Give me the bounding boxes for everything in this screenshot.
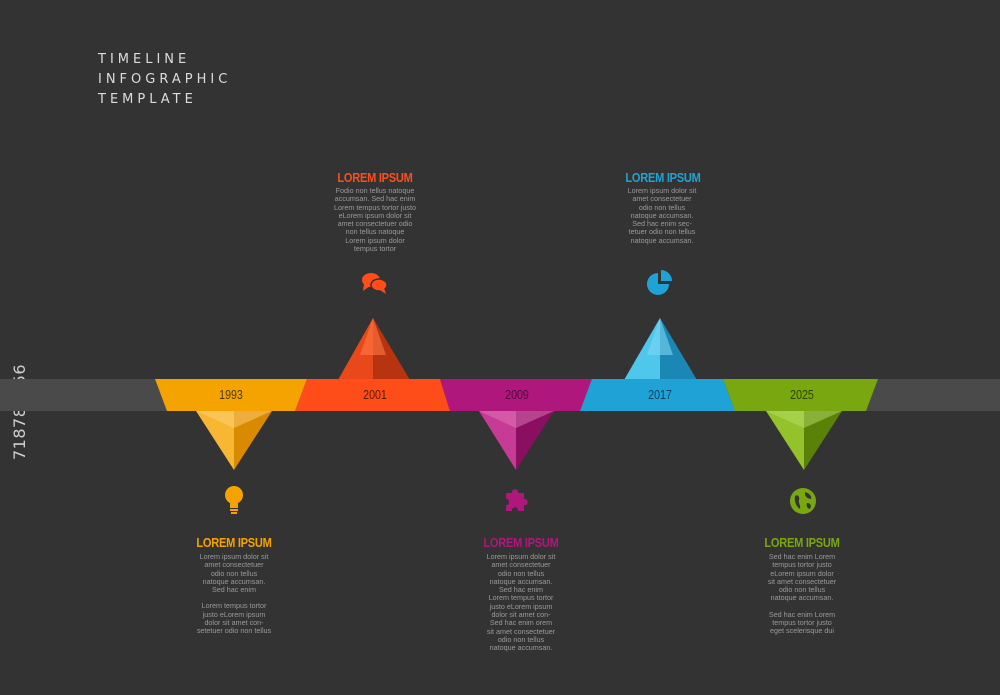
body-line: Lorem ipsum dolor sit <box>486 552 556 561</box>
body-line: Sed hac enim orem <box>489 618 553 628</box>
body-line: odio non tellus <box>778 585 826 595</box>
body-line: dolor sit amet con- <box>204 618 264 628</box>
body-line: natoque accumsan. <box>489 576 553 586</box>
title-line-2: INFOGRAPHIC <box>98 72 232 87</box>
body-line: dolor sit amet con- <box>491 610 551 620</box>
body-line: setetuer odio non tellus <box>196 626 272 636</box>
pyramid-2009 <box>479 411 554 470</box>
segment-2009 <box>440 379 592 411</box>
body-line: eLorem ipsum dolor sit <box>338 210 412 220</box>
body-line: natoque accumsan. <box>202 576 266 586</box>
year-label-2025: 2025 <box>790 387 814 402</box>
body-line: justo eLorem ipsum <box>202 609 266 619</box>
heading-2009: LOREM IPSUM <box>483 535 559 550</box>
body-line: justo eLorem ipsum <box>489 601 553 611</box>
body-line: eLorem ipsum dolor <box>770 568 834 578</box>
body-line: Lorem ipsum dolor sit <box>627 186 697 195</box>
body-line: tempus tortor <box>353 244 397 254</box>
segment-1993 <box>155 379 307 411</box>
body-line: odio non tellus <box>210 568 258 578</box>
body-line: Sed hac enim Lorem <box>768 552 836 561</box>
body-line: Lorem tempus tortor justo <box>334 202 416 212</box>
heading-2001: LOREM IPSUM <box>337 170 413 185</box>
heading-2025: LOREM IPSUM <box>764 535 840 550</box>
body-line: odio non tellus <box>497 634 545 644</box>
body-line: Fodio non tellus natoque <box>335 186 415 195</box>
body-line: Sed hac enim sec- <box>632 219 692 229</box>
body-line: sit amet consectetuer <box>767 576 837 586</box>
body-line: Lorem ipsum dolor <box>345 235 405 245</box>
body-line: amet consectetuer odio <box>337 219 413 229</box>
body-line: eget scelerisque dui <box>770 626 834 636</box>
heading-2017: LOREM IPSUM <box>625 170 701 185</box>
body-line: natoque accumsan. <box>489 643 553 653</box>
chat-bubbles-icon <box>362 273 388 294</box>
body-line: tempus tortor justo <box>772 618 832 628</box>
year-label-2017: 2017 <box>648 387 672 402</box>
body-line: Sed hac enim Lorem <box>768 609 836 619</box>
puzzle-piece-icon <box>506 489 528 511</box>
body-line: odio non tellus <box>497 568 545 578</box>
body-line: natoque accumsan. <box>770 593 834 603</box>
pyramid-2001 <box>338 318 410 380</box>
title-line-1: TIMELINE <box>98 52 191 67</box>
body-line: Lorem ipsum dolor sit <box>199 552 269 561</box>
year-label-2009: 2009 <box>505 387 529 402</box>
body-line: amet consectetuer <box>632 194 692 204</box>
body-line: amet consectetuer <box>204 560 264 570</box>
segment-2025 <box>723 379 878 411</box>
body-line: sit amet consectetuer <box>486 626 556 636</box>
body-line: tetuer odio non tellus <box>628 227 696 237</box>
body-line: odio non tellus <box>638 202 686 212</box>
pyramid-1993 <box>196 411 272 470</box>
lightbulb-icon <box>225 486 243 514</box>
body-line: tempus tortor justo <box>772 560 832 570</box>
segment-2017 <box>580 379 735 411</box>
pyramid-2025 <box>766 411 842 470</box>
pyramid-2017 <box>624 318 697 380</box>
year-label-1993: 1993 <box>219 387 243 402</box>
year-label-2001: 2001 <box>363 387 387 402</box>
pie-chart-icon <box>647 270 672 295</box>
globe-icon <box>790 488 816 514</box>
body-line: natoque accumsan. <box>630 235 694 245</box>
body-line: Lorem tempus tortor <box>201 601 267 611</box>
body-line: non tellus natoque <box>345 227 405 237</box>
body-line: Lorem tempus tortor <box>488 593 554 603</box>
heading-1993: LOREM IPSUM <box>196 535 272 550</box>
body-line: natoque accumsan. <box>630 210 694 220</box>
body-line: accumsan. Sed hac enim <box>334 194 416 204</box>
body-line: amet consectetuer <box>491 560 551 570</box>
title-line-3: TEMPLATE <box>98 92 197 107</box>
body-line: Sed hac enim <box>499 585 543 595</box>
body-line: Sed hac enim <box>212 585 256 595</box>
segment-2001 <box>295 379 450 411</box>
